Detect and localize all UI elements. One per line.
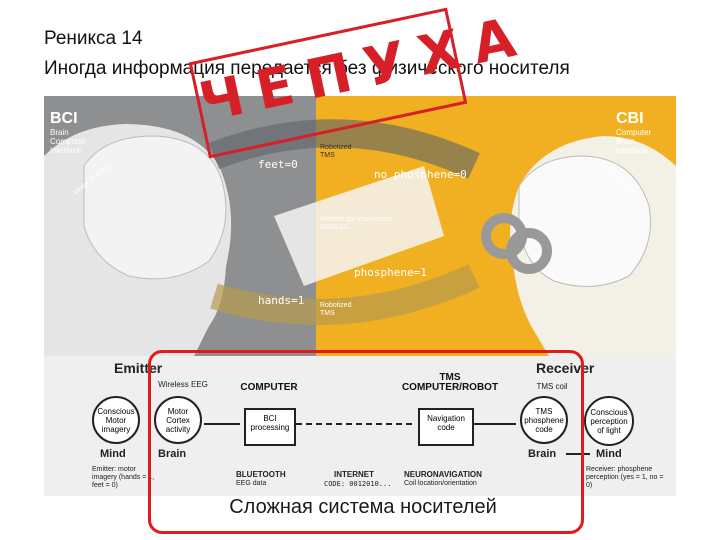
coil-location-label: Coil location/orientation: [404, 480, 477, 487]
head-left-illustration: [44, 119, 676, 356]
computer-robot-title: COMPUTER/ROBOT: [401, 382, 499, 393]
left-brain: [83, 135, 227, 280]
flow-arc-top: [208, 119, 480, 179]
receiver-title: Receiver: [536, 360, 595, 376]
brain-left-label: Brain: [158, 448, 187, 460]
no-phosphene-label: no phosphene=0: [374, 168, 467, 181]
tms-coil-label: TMS coil: [536, 382, 568, 391]
conscious-motor-node: Conscious Motor imagery: [92, 396, 140, 444]
mind-right-label: Mind: [596, 448, 622, 460]
conscious-light-node: Conscious perception of light: [584, 396, 634, 446]
brain-right-label: Brain: [528, 448, 557, 460]
cbi-desc: Computer Brain Interface: [616, 128, 652, 155]
tms-title: TMS: [439, 372, 461, 383]
neuronav-label: NEURONAVIGATION: [404, 470, 482, 479]
bci-desc: Brain Computer Interface: [50, 128, 86, 155]
right-brain: [518, 155, 651, 287]
code-label: CODE: 0012010...: [324, 480, 392, 488]
bci-processing-node: BCI processing: [244, 408, 296, 446]
wireless-eeg-label: Wireless EEG: [158, 380, 208, 389]
motor-cortex-node: Motor Cortex activity: [154, 396, 202, 444]
cbi-title: CBI: [616, 110, 644, 127]
robotized-tms-top: Robotized TMS: [320, 144, 352, 159]
emitter-note: Emitter: motor imagery (hands = 1, feet …: [92, 466, 155, 489]
bluetooth-label: BLUETOOTH: [236, 470, 286, 479]
slide-title: Реникса 14: [44, 28, 143, 49]
internet-comm-label: Internet communication 0210210...: [320, 216, 393, 231]
hands-label: hands=1: [258, 294, 305, 307]
diagonal-band: [274, 166, 444, 286]
mind-left-label: Mind: [100, 448, 126, 460]
bci-title: BCI: [50, 110, 78, 127]
robotized-tms-bottom: Robotized TMS: [320, 302, 352, 317]
phosphene-label: phosphene=1: [354, 266, 427, 279]
slide-subtitle: Иногда информация передается без физичес…: [44, 58, 570, 79]
computer-title: COMPUTER: [240, 382, 298, 393]
flow-arc-bottom: [210, 264, 480, 325]
highlight-box: [148, 350, 584, 534]
bottom-arrows: [204, 423, 590, 455]
tms-phosphene-node: TMS phosphene code: [520, 396, 568, 444]
feet-label: feet=0: [258, 158, 298, 171]
internet-label: INTERNET: [334, 470, 374, 479]
receiver-note: Receiver: phosphene perception (yes = 1,…: [586, 466, 664, 489]
caption: Сложная система носителей: [229, 496, 497, 518]
eeg-data-label: EEG data: [236, 480, 267, 487]
navigation-code-node: Navigation code: [418, 408, 474, 446]
